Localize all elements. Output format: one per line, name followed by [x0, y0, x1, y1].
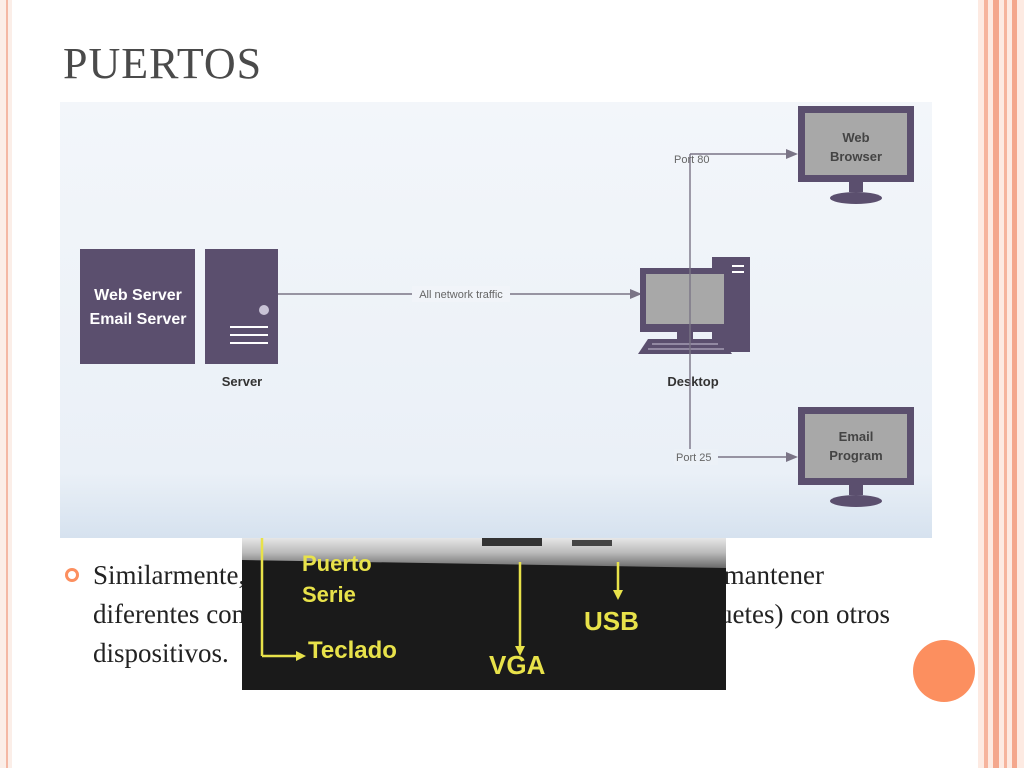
server-roles-box — [80, 249, 195, 364]
photo-label-usb: USB — [584, 606, 639, 636]
network-traffic-arrowhead — [630, 289, 642, 299]
slide-title: PUERTOS — [63, 39, 263, 88]
email-program-line2: Program — [829, 448, 882, 463]
decorative-orange-circle — [913, 640, 975, 702]
server-roles-line2: Email Server — [90, 311, 187, 328]
desktop-label: Desktop — [667, 374, 718, 389]
port-25-label: Port 25 — [676, 452, 711, 464]
photo-pointer-lines — [260, 538, 620, 658]
desktop-computer-icon — [638, 257, 750, 354]
port-25-arrowhead — [786, 452, 798, 462]
right-frame-stripe-2 — [993, 0, 999, 768]
computer-ports-photo: Puerto Serie Teclado VGA USB — [242, 538, 726, 690]
photo-label-serial-line2: Serie — [302, 582, 356, 607]
right-frame-stripe-4 — [1012, 0, 1017, 768]
vga-pointer-arrowhead — [515, 646, 525, 656]
web-browser-line1: Web — [842, 130, 869, 145]
usb-pointer-arrowhead — [613, 590, 623, 600]
email-program-monitor-icon — [798, 407, 914, 507]
network-traffic-label: All network traffic — [419, 289, 503, 301]
link-label-backdrop — [412, 286, 510, 302]
keyboard-pointer-arrowhead — [296, 651, 306, 661]
web-browser-monitor-icon — [798, 106, 914, 204]
photo-label-keyboard: Teclado — [308, 637, 397, 664]
web-browser-line2: Browser — [830, 149, 882, 164]
right-frame-stripe-1 — [984, 0, 988, 768]
port-connector-shape-2 — [572, 540, 612, 546]
photo-label-serial-line1: Puerto — [302, 551, 372, 576]
left-frame-line — [6, 0, 8, 768]
port-80-label: Port 80 — [674, 154, 709, 166]
server-label: Server — [222, 374, 262, 389]
ports-network-diagram: Web Server Email Server Server All netwo… — [60, 102, 932, 538]
port-80-arrowhead — [786, 149, 798, 159]
right-frame-stripe-3 — [1004, 0, 1007, 768]
port-connector-shape — [482, 538, 542, 546]
photo-label-vga: VGA — [489, 650, 546, 680]
email-program-line1: Email — [839, 429, 874, 444]
server-roles-line1: Web Server — [94, 287, 182, 304]
port-25-label-backdrop — [674, 449, 718, 465]
server-tower-icon — [205, 249, 278, 364]
ring-bullet-icon — [65, 568, 79, 582]
